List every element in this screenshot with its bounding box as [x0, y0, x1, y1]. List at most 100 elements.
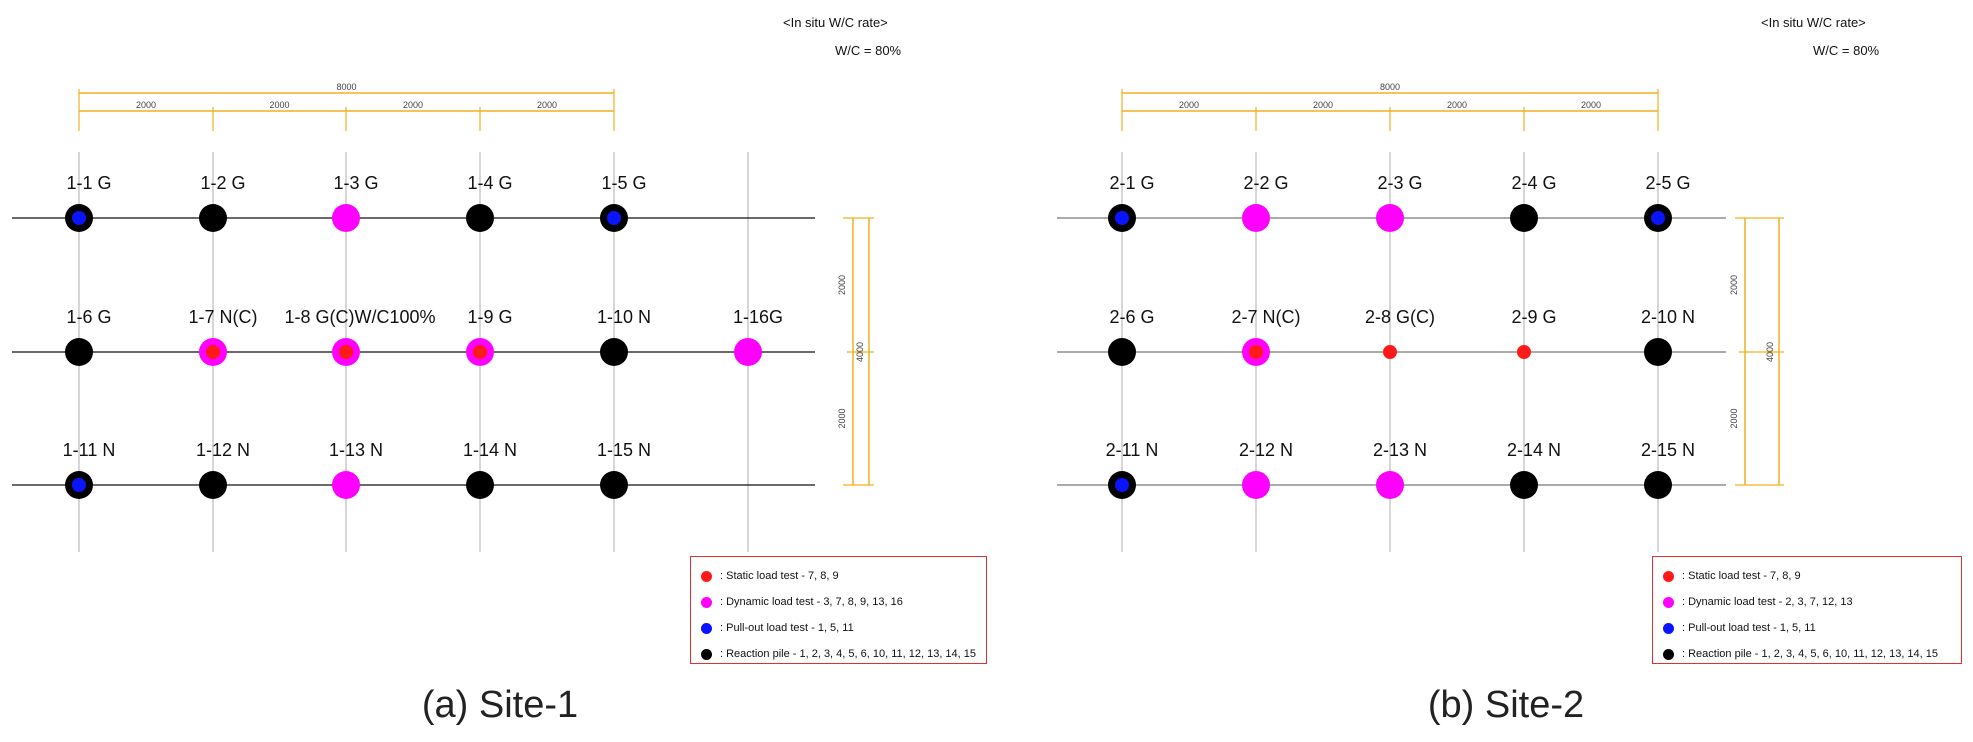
wc-rate-value: W/C = 80%	[1813, 43, 1880, 58]
red-dot-icon	[701, 570, 712, 582]
dimension-label-span: 2000	[1313, 100, 1333, 110]
pile-label: 2-10 N	[1640, 307, 1696, 327]
pile-marker	[1510, 471, 1538, 499]
pile-marker	[1376, 204, 1404, 232]
pile-marker-inner	[607, 211, 621, 225]
dimension-label-total: 8000	[1380, 82, 1400, 92]
pile-label: 1-11 N	[62, 440, 116, 460]
pile-label: 2-5 G	[1645, 173, 1691, 193]
pile-label: 1-9 G	[467, 307, 513, 327]
pile-marker	[332, 471, 360, 499]
legend-item-reaction: : Reaction pile - 1, 2, 3, 4, 5, 6, 10, …	[701, 641, 986, 667]
pile-marker-inner	[72, 211, 86, 225]
pile-marker	[466, 204, 494, 232]
pile-marker	[1644, 471, 1672, 499]
pile-marker	[1242, 204, 1270, 232]
pile-marker-inner	[72, 478, 86, 492]
legend-item-reaction: : Reaction pile - 1, 2, 3, 4, 5, 6, 10, …	[1663, 641, 1961, 667]
legend-item-pullout: : Pull-out load test - 1, 5, 11	[701, 615, 986, 641]
pile-label: 2-12 N	[1238, 440, 1294, 460]
pile-marker	[1383, 345, 1397, 359]
dimension-label-span: 2000	[1447, 100, 1467, 110]
pile-marker	[1644, 338, 1672, 366]
dimension-label-span: 2000	[537, 100, 557, 110]
pile-label: 2-6 G	[1109, 307, 1155, 327]
dimension-label-vertical-total: 4000	[1765, 342, 1775, 362]
legend-text: : Pull-out load test - 1, 5, 11	[1682, 622, 1816, 634]
pile-marker	[199, 471, 227, 499]
pile-marker	[600, 338, 628, 366]
legend-item-dynamic: : Dynamic load test - 3, 7, 8, 9, 13, 16	[701, 589, 986, 615]
dimension-label-vertical-span: 2000	[837, 275, 847, 295]
pile-label: 1-4 G	[467, 173, 513, 193]
pile-label: 1-12 N	[195, 440, 251, 460]
pile-label: 2-3 G	[1377, 173, 1423, 193]
red-dot-icon	[1663, 570, 1674, 582]
wc-rate-title: <In situ W/C rate>	[1761, 15, 1866, 30]
pile-marker-inner	[1249, 345, 1263, 359]
pile-label: 2-13 N	[1372, 440, 1428, 460]
magenta-dot-icon	[1663, 596, 1674, 608]
pile-label: 1-3 G	[333, 173, 379, 193]
legend-text: : Reaction pile - 1, 2, 3, 4, 5, 6, 10, …	[1682, 648, 1939, 660]
pile-label: 1-10 N	[596, 307, 652, 327]
dimension-label-vertical-span: 2000	[1729, 408, 1739, 428]
legend-box: : Static load test - 7, 8, 9 : Dynamic l…	[1652, 556, 1962, 664]
dimension-label-span: 2000	[403, 100, 423, 110]
pile-marker-inner	[206, 345, 220, 359]
wc-rate-title: <In situ W/C rate>	[783, 15, 888, 30]
dimension-label-vertical-span: 2000	[837, 408, 847, 428]
pile-label: 1-7 N(C)	[188, 307, 258, 327]
pile-marker	[1376, 471, 1404, 499]
pile-label: 1-15 N	[596, 440, 652, 460]
figure-caption: (b) Site-2	[1427, 684, 1585, 726]
pile-marker	[600, 471, 628, 499]
pile-marker-inner	[1651, 211, 1665, 225]
pile-label: 2-7 N(C)	[1231, 307, 1301, 327]
pile-label: 2-4 G	[1511, 173, 1557, 193]
legend-text: : Dynamic load test - 3, 7, 8, 9, 13, 16	[720, 596, 903, 608]
pile-label: 2-1 G	[1109, 173, 1155, 193]
legend-text: : Pull-out load test - 1, 5, 11	[720, 622, 854, 634]
legend-box: : Static load test - 7, 8, 9 : Dynamic l…	[690, 556, 987, 664]
pile-label: 2-15 N	[1640, 440, 1696, 460]
pile-label: 1-16G	[732, 307, 784, 327]
dimension-label-total: 8000	[336, 82, 356, 92]
pile-marker-inner	[1115, 478, 1129, 492]
dimension-label-span: 2000	[1581, 100, 1601, 110]
pile-marker	[1510, 204, 1538, 232]
pile-marker	[332, 204, 360, 232]
pile-marker	[199, 204, 227, 232]
black-dot-icon	[701, 648, 712, 660]
legend-text: : Static load test - 7, 8, 9	[720, 570, 839, 582]
pile-marker	[1108, 338, 1136, 366]
pile-label: 1-8 G(C)W/C100%	[284, 307, 436, 327]
dimension-label-span: 2000	[1179, 100, 1199, 110]
pile-marker	[466, 471, 494, 499]
blue-dot-icon	[1663, 622, 1674, 634]
pile-label: 2-8 G(C)	[1364, 307, 1436, 327]
pile-label: 1-6 G	[66, 307, 112, 327]
site-2-panel: 8000 2000 2000 2000 2000 2000 2000 4000 <In sit…	[987, 0, 1973, 742]
pile-label: 2-11 N	[1105, 440, 1159, 460]
legend-item-pullout: : Pull-out load test - 1, 5, 11	[1663, 615, 1961, 641]
legend-text: : Dynamic load test - 2, 3, 7, 12, 13	[1682, 596, 1853, 608]
legend-text: : Static load test - 7, 8, 9	[1682, 570, 1801, 582]
dimension-label-vertical-span: 2000	[1729, 275, 1739, 295]
legend-item-static: : Static load test - 7, 8, 9	[1663, 563, 1961, 589]
wc-rate-value: W/C = 80%	[835, 43, 902, 58]
legend-text: : Reaction pile - 1, 2, 3, 4, 5, 6, 10, …	[720, 648, 977, 660]
pile-label: 2-9 G	[1511, 307, 1557, 327]
pile-label: 1-2 G	[200, 173, 246, 193]
black-dot-icon	[1663, 648, 1674, 660]
legend-item-dynamic: : Dynamic load test - 2, 3, 7, 12, 13	[1663, 589, 1961, 615]
dimension-label-span: 2000	[269, 100, 289, 110]
pile-label: 2-14 N	[1506, 440, 1562, 460]
pile-marker	[65, 338, 93, 366]
pile-marker-inner	[339, 345, 353, 359]
pile-label: 2-2 G	[1243, 173, 1289, 193]
pile-label: 1-5 G	[601, 173, 647, 193]
legend-item-static: : Static load test - 7, 8, 9	[701, 563, 986, 589]
